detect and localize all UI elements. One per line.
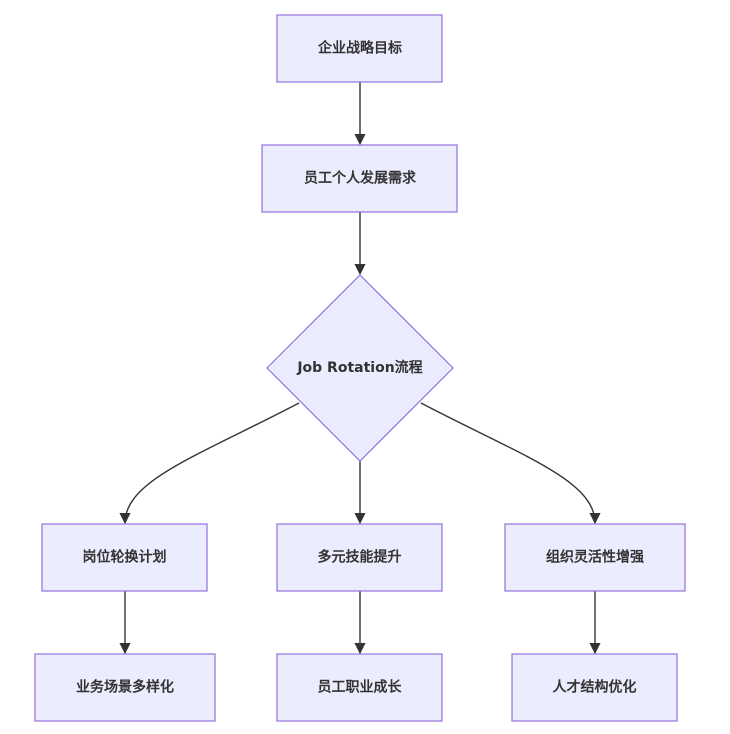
node-scenarios: 业务场景多样化	[34, 653, 216, 722]
node-career: 员工职业成长	[276, 653, 443, 722]
node-needs: 员工个人发展需求	[261, 144, 458, 213]
node-goal: 企业战略目标	[276, 14, 443, 83]
node-skills-label: 多元技能提升	[318, 549, 402, 566]
node-flex: 组织灵活性增强	[504, 523, 686, 592]
node-talent: 人才结构优化	[511, 653, 678, 722]
node-flex-label: 组织灵活性增强	[546, 549, 644, 566]
edge-process-flex	[420, 402, 601, 525]
node-plan: 岗位轮换计划	[41, 523, 208, 592]
node-scenarios-label: 业务场景多样化	[76, 679, 174, 696]
node-plan-label: 岗位轮换计划	[83, 549, 167, 566]
node-skills: 多元技能提升	[276, 523, 443, 592]
node-needs-label: 员工个人发展需求	[304, 170, 417, 187]
node-process: Job Rotation流程	[266, 274, 454, 462]
edges	[119, 82, 601, 655]
edge-process-plan	[119, 402, 300, 525]
node-process-label: Job Rotation流程	[296, 359, 422, 376]
node-talent-label: 人才结构优化	[553, 679, 637, 696]
node-career-label: 员工职业成长	[318, 679, 403, 696]
node-goal-label: 企业战略目标	[317, 40, 402, 57]
